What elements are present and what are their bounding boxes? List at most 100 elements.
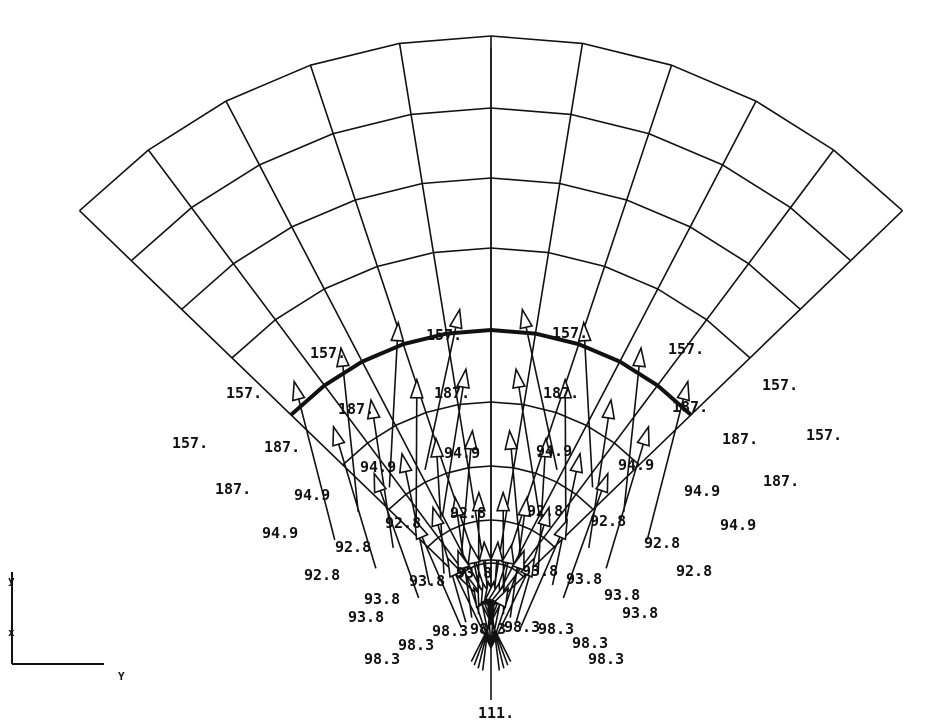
force-label: 93.8 [566,570,602,588]
force-label: 98.3 [572,634,608,652]
arrow-shaft [551,453,581,586]
force-label: 93.8 [364,590,400,608]
force-label: 92.8 [676,562,712,580]
force-label: 187. [543,384,579,402]
force-label: 94.9 [684,482,720,500]
force-arrow [446,555,492,649]
arrow-head [489,539,504,562]
force-label: 92.8 [304,566,340,584]
arrow-head [558,377,573,399]
arrow-head [519,555,536,579]
arrow-shaft [605,426,650,569]
arrow-shaft [441,369,467,517]
force-label: 98.3 [504,618,540,636]
force-label: 98.3 [432,622,468,640]
axis-label-mid: x [8,626,15,639]
axis-label-horizontal: Y [118,670,125,683]
arrow-head [455,366,470,390]
arrow-shaft [332,426,377,569]
arrow-head [450,495,465,518]
force-arrow [373,471,420,599]
arrow-head [413,518,429,541]
axis-label-top: y [8,574,15,587]
force-label: 98.3 [538,620,574,638]
arrow-head [446,555,463,579]
arrow-shaft [435,438,445,574]
force-arrow [551,451,584,586]
force-label: 92.8 [385,514,421,532]
force-label: 92.8 [527,502,563,520]
mesh-radial-line [225,100,492,609]
force-label: 93.8 [409,572,445,590]
mesh-radial-line [490,210,904,609]
force-label: 92.8 [450,504,486,522]
force-label: 93.8 [456,564,492,582]
arrow-shaft [415,379,418,530]
mesh-radial-line [78,210,492,609]
force-arrow [430,436,445,574]
force-arrow [562,471,609,599]
force-label: 157. [172,434,208,452]
arrow-head [504,428,519,451]
force-label: 94.9 [536,442,572,460]
force-arrow [512,366,541,517]
arrow-shaft [521,309,558,470]
arrow-shaft [582,322,594,488]
force-label: 187. [722,430,758,448]
force-arrow [424,307,463,470]
force-label: 187. [338,400,374,418]
arrow-head [517,495,532,518]
force-label: 94.9 [262,524,298,542]
arrow-head [390,320,405,342]
arrow-head [471,490,486,512]
arrow-head [631,345,647,368]
arrow-shaft [588,400,612,548]
force-label: 94.9 [720,516,756,534]
force-arrow [398,451,431,586]
arrow-shaft [293,381,336,541]
arrow-head [569,451,584,474]
force-label: 157. [426,326,462,344]
arrow-shaft [622,348,642,513]
force-arrow [441,366,470,517]
force-label: 187. [215,480,251,498]
force-arrow [577,320,594,488]
force-label: 94.9 [294,486,330,504]
force-label: 94.9 [360,458,396,476]
arrow-head [448,307,463,330]
arrow-head [511,548,525,571]
arrow-shaft [424,309,461,470]
arrow-head [335,345,351,368]
arrow-head [493,586,510,609]
force-arrow [504,428,523,566]
force-arrow [332,424,377,569]
bottom-node-label: 111. [478,704,514,722]
arrow-shaft [401,453,431,586]
force-arrow [291,379,336,541]
force-label: 98.3 [588,650,624,668]
arrow-head [431,505,446,528]
arrow-head [430,436,445,458]
force-labels: 157. 157. 157. 157. 157. 157. 157. 157. … [172,324,842,722]
force-arrow [490,555,536,649]
arrow-shaft [646,381,689,541]
arrow-head [366,397,381,420]
force-label: 92.8 [590,512,626,530]
arrow-shaft [373,473,420,599]
force-label: 157. [310,344,346,362]
force-label: 94.9 [444,444,480,462]
arrow-head [601,397,616,420]
arrow-head [519,307,534,330]
force-arrow [519,518,569,628]
arrow-head [496,490,511,512]
force-label: 187. [434,384,470,402]
force-label: 98.3 [398,636,434,654]
force-arrow [459,428,478,566]
arrow-shaft [370,400,394,548]
arrow-head [463,428,478,451]
force-arrow [605,424,650,569]
force-arrow [646,379,691,541]
arrow-head [636,424,650,447]
force-arrow [388,320,405,488]
